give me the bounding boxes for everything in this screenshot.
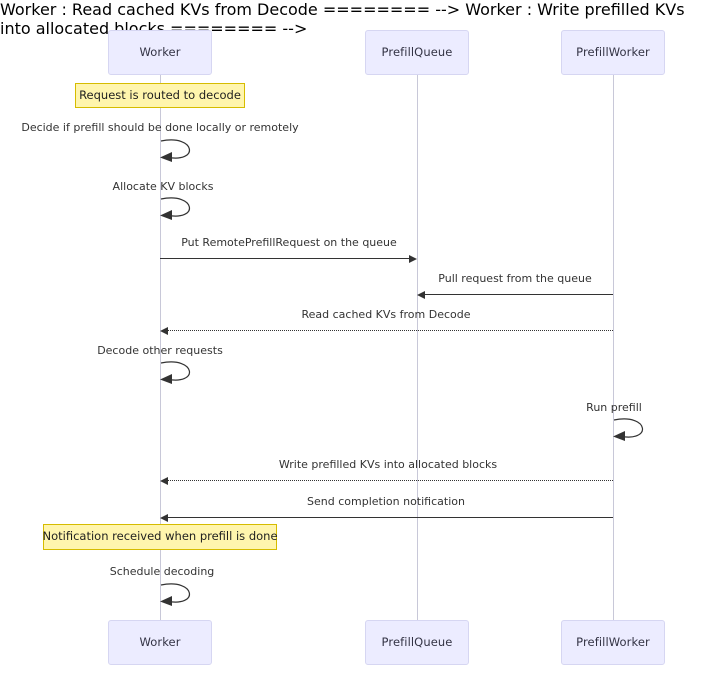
participant-label-worker-bottom: Worker <box>139 634 181 649</box>
message-label-write-prefilled-kvs: Write prefilled KVs into allocated block… <box>278 458 498 471</box>
arrowhead-put-remote-prefill-request <box>409 254 417 263</box>
participant-box-worker-top[interactable]: Worker <box>108 30 212 75</box>
message-label-pull-request-from-queue: Pull request from the queue <box>438 272 592 285</box>
arrowhead-read-cached-kvs <box>160 326 168 335</box>
note-request-routed-label: Request is routed to decode <box>79 87 241 102</box>
participant-box-prefillqueue-bottom[interactable]: PrefillQueue <box>365 620 469 665</box>
message-line-put-remote-prefill-request <box>160 258 409 259</box>
lifeline-prefillqueue <box>417 75 418 620</box>
participant-box-prefillworker-bottom[interactable]: PrefillWorker <box>561 620 665 665</box>
self-arrow-decide-prefill <box>160 138 208 164</box>
message-label-schedule-decoding: Schedule decoding <box>109 565 215 578</box>
message-line-send-completion-notification <box>168 517 613 518</box>
self-arrow-run-prefill <box>613 417 661 443</box>
participant-label-prefillworker-top: PrefillWorker <box>576 44 650 59</box>
message-label-run-prefill: Run prefill <box>586 401 642 414</box>
note-request-routed[interactable]: Request is routed to decode <box>75 83 245 108</box>
message-label-send-completion-notification: Send completion notification <box>307 495 465 508</box>
message-label-decide-prefill: Decide if prefill should be done locally… <box>21 121 299 134</box>
participant-box-prefillqueue-top[interactable]: PrefillQueue <box>365 30 469 75</box>
message-label-read-cached-kvs: Read cached KVs from Decode <box>301 308 471 321</box>
participant-label-prefillworker-bottom: PrefillWorker <box>576 634 650 649</box>
self-arrow-allocate-kv-blocks <box>160 196 208 222</box>
participant-label-prefillqueue-bottom: PrefillQueue <box>381 634 453 649</box>
self-arrow-decode-other-requests <box>160 360 208 386</box>
lifeline-prefillworker <box>613 75 614 620</box>
message-label-put-remote-prefill-request: Put RemotePrefillRequest on the queue <box>181 236 397 249</box>
message-label-allocate-kv-blocks: Allocate KV blocks <box>112 180 214 193</box>
message-line-read-cached-kvs <box>168 330 613 331</box>
participant-label-prefillqueue-top: PrefillQueue <box>381 44 453 59</box>
participant-box-worker-bottom[interactable]: Worker <box>108 620 212 665</box>
note-notification-received[interactable]: Notification received when prefill is do… <box>42 524 278 550</box>
message-line-pull-request-from-queue <box>425 294 613 295</box>
lifeline-worker <box>160 75 161 620</box>
message-label-decode-other-requests: Decode other requests <box>97 344 223 357</box>
participant-box-prefillworker-top[interactable]: PrefillWorker <box>561 30 665 75</box>
arrowhead-send-completion-notification <box>160 513 168 522</box>
arrowhead-pull-request-from-queue <box>417 290 425 299</box>
message-line-write-prefilled-kvs <box>168 480 613 481</box>
self-arrow-schedule-decoding <box>160 582 208 608</box>
arrowhead-write-prefilled-kvs <box>160 476 168 485</box>
participant-label-worker-top: Worker <box>139 44 181 59</box>
note-notification-received-label: Notification received when prefill is do… <box>42 529 278 544</box>
